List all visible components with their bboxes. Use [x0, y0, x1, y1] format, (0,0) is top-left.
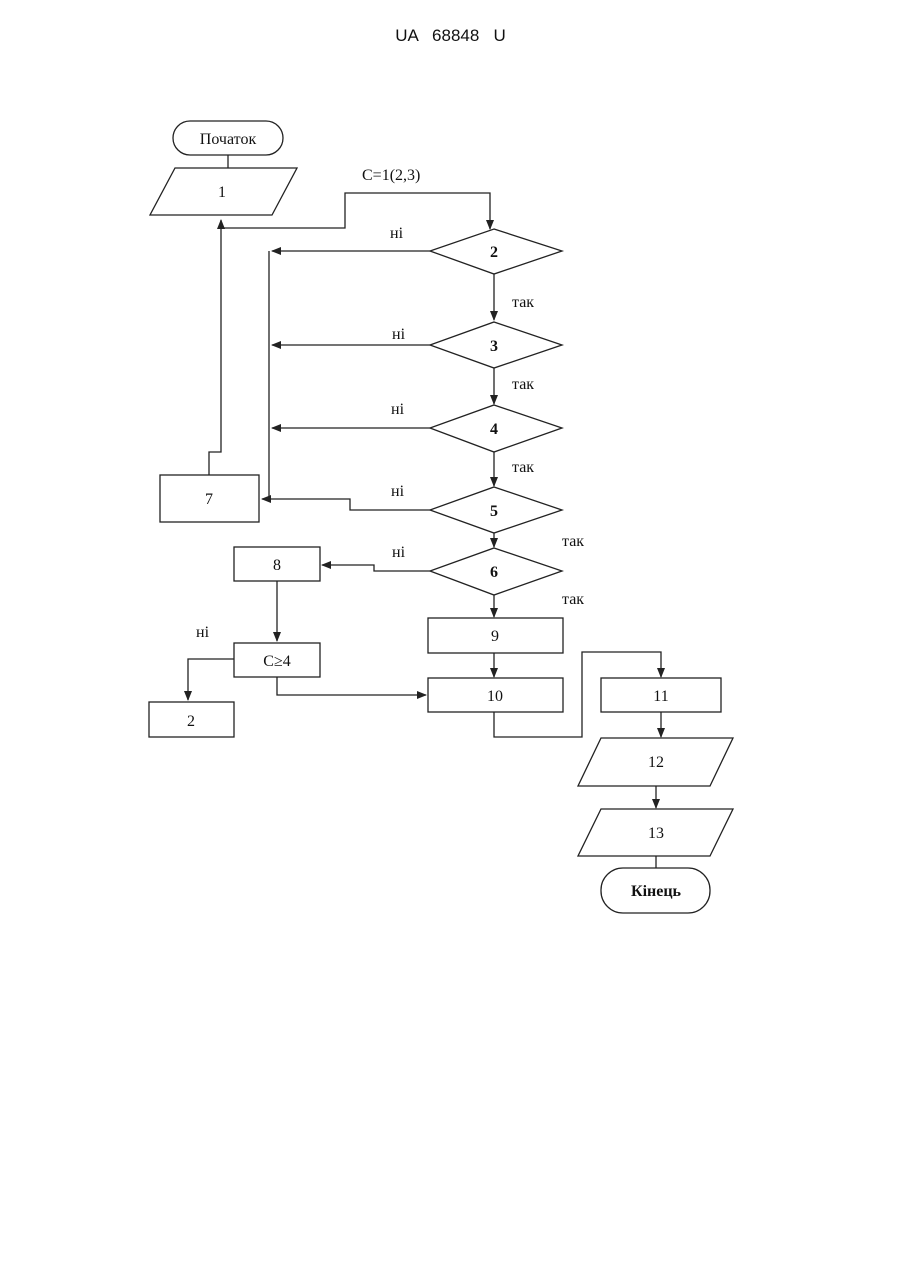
yes-label-4: так — [512, 459, 534, 476]
decision-6-label: 6 — [490, 564, 498, 581]
no-label-5: ні — [391, 483, 405, 500]
no-label-3: ні — [392, 326, 406, 343]
block-2-bottom: 2 — [149, 702, 234, 737]
yes-label-2: так — [512, 294, 534, 311]
connector-c4-10 — [277, 677, 426, 695]
block-13-label: 13 — [648, 825, 664, 842]
decision-4-label: 4 — [490, 421, 498, 438]
start-terminal: Початок — [173, 121, 283, 155]
connector-c4-2 — [188, 659, 234, 700]
block-11-label: 11 — [653, 688, 668, 705]
no-label-4: ні — [391, 401, 405, 418]
block-8: 8 — [234, 547, 320, 581]
connector-7-1 — [209, 220, 221, 475]
decision-3: 3 — [430, 322, 562, 368]
block-1: 1 — [150, 168, 297, 215]
decision-5: 5 — [430, 487, 562, 533]
decision-2: 2 — [430, 229, 562, 274]
no-label-2: ні — [390, 225, 404, 242]
start-label: Початок — [200, 131, 257, 148]
block-7-label: 7 — [205, 491, 213, 508]
end-label: Кінець — [631, 883, 682, 900]
decision-6: 6 — [430, 548, 562, 595]
yes-label-6: так — [562, 591, 584, 608]
block-c-ge-4-label: C≥4 — [263, 653, 290, 670]
connector-no-5 — [262, 499, 430, 510]
block-2-bottom-label: 2 — [187, 713, 195, 730]
yes-label-5: так — [562, 533, 584, 550]
block-8-label: 8 — [273, 557, 281, 574]
block-10: 10 — [428, 678, 563, 712]
end-terminal: Кінець — [601, 868, 710, 913]
block-12-label: 12 — [648, 754, 664, 771]
no-label-6: ні — [392, 544, 406, 561]
decision-4: 4 — [430, 405, 562, 452]
condition-label: C=1(2,3) — [362, 167, 420, 184]
decision-3-label: 3 — [490, 338, 498, 355]
block-11: 11 — [601, 678, 721, 712]
block-10-label: 10 — [487, 688, 503, 705]
connector-no-6 — [322, 565, 430, 571]
block-9: 9 — [428, 618, 563, 653]
decision-5-label: 5 — [490, 503, 498, 520]
block-7: 7 — [160, 475, 259, 522]
block-13: 13 — [578, 809, 733, 856]
block-9-label: 9 — [491, 628, 499, 645]
block-12: 12 — [578, 738, 733, 786]
decision-2-label: 2 — [490, 244, 498, 261]
yes-label-3: так — [512, 376, 534, 393]
block-1-label: 1 — [218, 184, 226, 201]
block-c-ge-4: C≥4 — [234, 643, 320, 677]
no-label-c4: ні — [196, 624, 210, 641]
